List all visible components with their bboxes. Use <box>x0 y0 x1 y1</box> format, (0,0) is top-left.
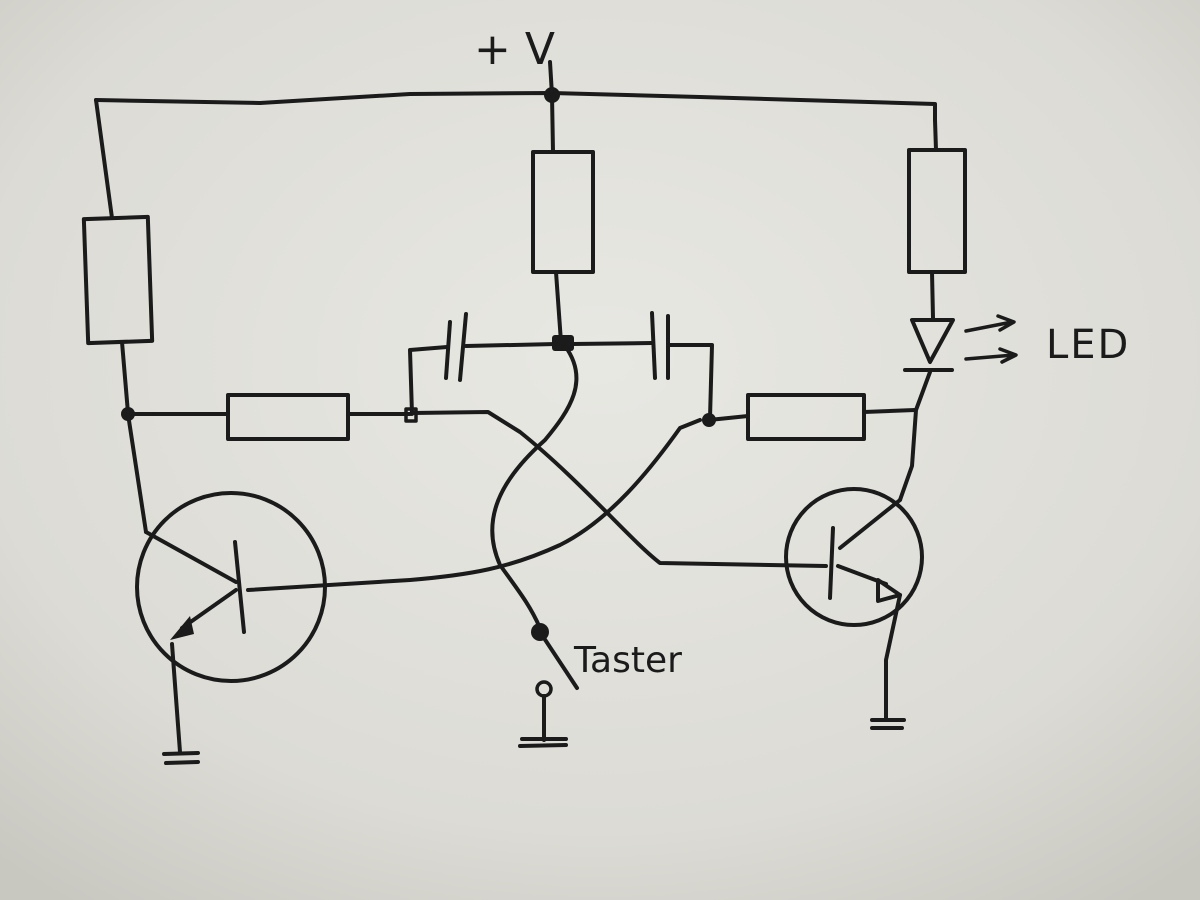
left-transistor-arrow <box>170 616 194 640</box>
left-collector-to-node <box>120 340 130 415</box>
supply-label: + V <box>474 24 555 75</box>
left-capacitor-plate-b <box>458 312 468 382</box>
right-collector-to-led <box>930 270 935 320</box>
left-collector-to-transistor <box>126 412 148 534</box>
cross-wire-left-to-right-base <box>410 410 828 568</box>
left-transistor-circle <box>135 491 327 683</box>
button-label: Taster <box>573 640 682 681</box>
right-transistor-arrow <box>876 578 902 603</box>
led-to-transistor-wire <box>898 370 932 502</box>
left-emitter-to-ground <box>170 642 182 754</box>
cross-wire-right-to-left-base <box>246 418 702 592</box>
right-resistor-out-wire <box>862 408 917 414</box>
right-emitter-to-ground <box>884 593 902 720</box>
left-junction-box <box>404 407 418 423</box>
left-capacitor-wire <box>408 345 449 416</box>
right-collector-top-wire <box>933 118 938 152</box>
right-capacitor-plate-a <box>650 311 657 380</box>
center-resistor-bottom-wire <box>554 270 563 344</box>
center-node <box>552 335 574 351</box>
left-capacitor-to-node <box>464 342 558 348</box>
right-node-wire <box>707 414 750 422</box>
button-ground-symbol <box>518 737 568 748</box>
right-transistor-base-bar <box>828 526 835 600</box>
right-transistor-collector <box>838 498 902 550</box>
left-collector-wire <box>94 98 114 220</box>
right-ground-symbol <box>870 718 906 730</box>
right-capacitor-wire-b <box>666 343 714 420</box>
led-label: LED <box>1046 322 1130 368</box>
left-transistor-base-bar <box>233 540 246 634</box>
led-arrow-lower <box>964 347 1018 364</box>
button-lever <box>538 630 579 690</box>
left-transistor-collector <box>144 530 238 584</box>
led-symbol <box>910 318 955 364</box>
button-lead-wire <box>490 344 579 630</box>
right-transistor-circle <box>784 487 924 627</box>
center-resistor-top-wire <box>550 93 555 154</box>
left-ground-symbol <box>162 751 200 765</box>
right-capacitor-wire-a <box>570 341 654 346</box>
supply-stub <box>548 60 554 97</box>
led-arrow-upper <box>964 314 1016 333</box>
left-coupling-resistor <box>226 393 350 441</box>
left-capacitor-plate-a <box>444 320 452 380</box>
center-resistor <box>531 150 595 274</box>
right-coupling-resistor <box>746 393 866 441</box>
